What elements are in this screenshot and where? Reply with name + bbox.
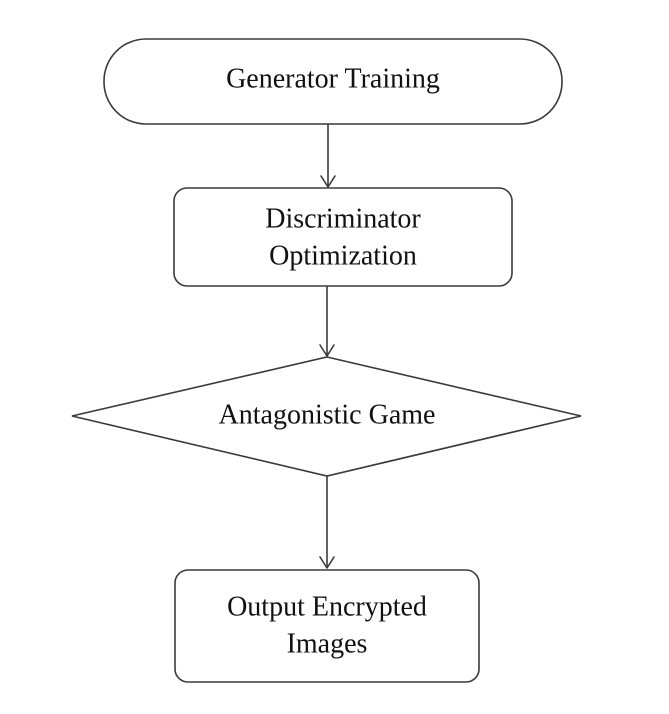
node-label-line-2: Images xyxy=(287,628,368,659)
arrowhead-down-icon xyxy=(319,344,335,357)
node-generator-training: Generator Training xyxy=(103,38,563,125)
decision-shape xyxy=(71,356,582,477)
node-antagonistic-game: Antagonistic Game xyxy=(71,356,582,477)
edge-discriminator-to-game xyxy=(319,286,335,357)
edge-game-to-output xyxy=(319,476,335,569)
node-discriminator-optimization: Discriminator Optimization xyxy=(173,187,513,287)
edge-generator-to-discriminator xyxy=(320,124,336,188)
node-label-line-2: Optimization xyxy=(269,240,417,271)
node-label: Antagonistic Game xyxy=(219,399,436,430)
node-label: Generator Training xyxy=(226,63,440,94)
process-shape xyxy=(173,187,513,287)
node-label-line-1: Output Encrypted xyxy=(227,591,427,622)
arrowhead-down-icon xyxy=(319,556,335,569)
node-output-encrypted-images: Output Encrypted Images xyxy=(174,569,480,683)
terminal-shape xyxy=(103,38,563,125)
arrowhead-down-icon xyxy=(320,175,336,188)
process-shape xyxy=(174,569,480,683)
node-label-line-1: Discriminator xyxy=(265,203,421,234)
